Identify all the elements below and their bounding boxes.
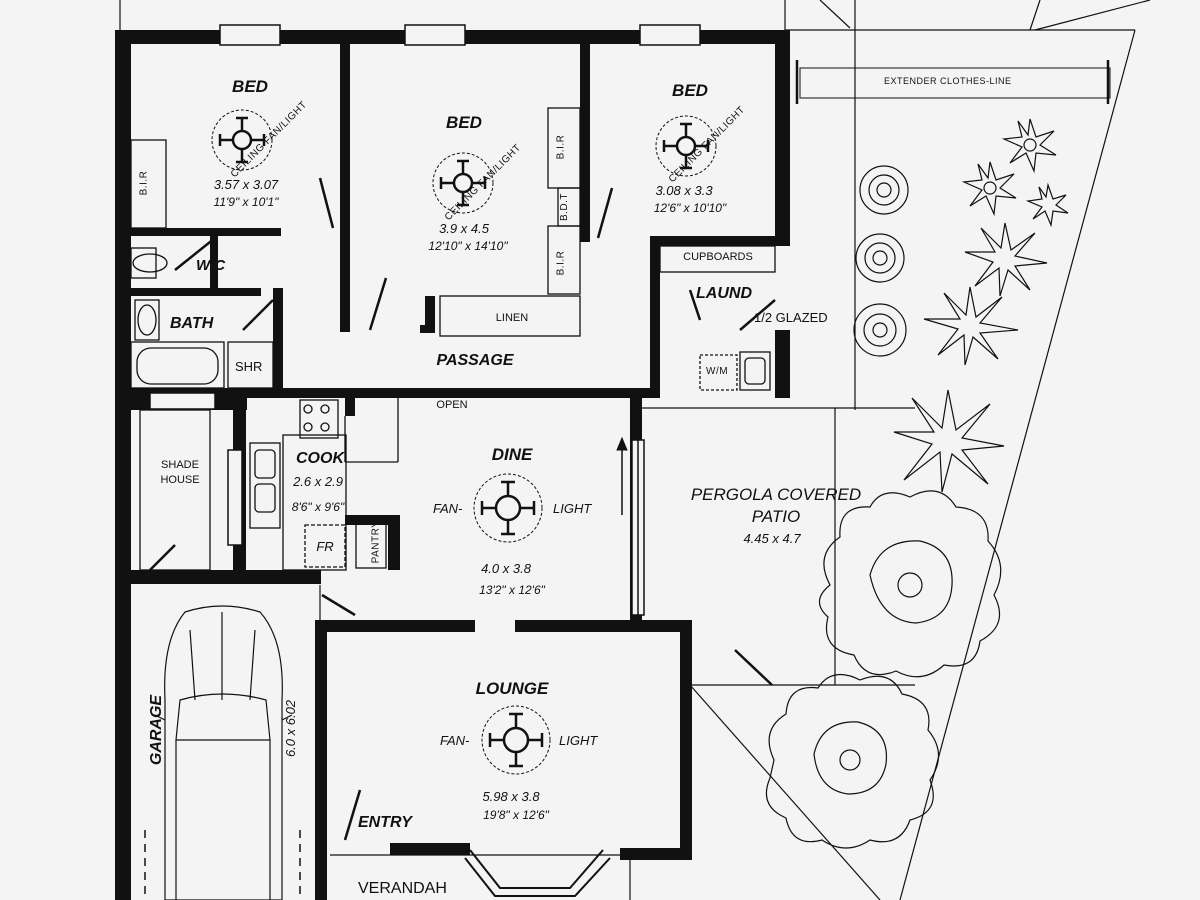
bed3-name: BED (672, 81, 708, 100)
cook-label: COOK (296, 450, 344, 467)
bed2-metric: 3.9 x 4.5 (439, 221, 489, 236)
built-in-robes (130, 107, 776, 571)
bed1-name: BED (232, 77, 268, 96)
star-plant-1 (964, 222, 1048, 297)
dine-label: DINE (491, 445, 533, 464)
bed3-metric: 3.08 x 3.3 (655, 183, 713, 198)
fridge-label: FR (316, 539, 334, 554)
direction-arrow (616, 436, 628, 515)
clothes-line-label: EXTENDER CLOTHES-LINE (884, 76, 1012, 86)
lounge-label: LOUNGE (475, 679, 549, 698)
passage-label: PASSAGE (436, 352, 514, 369)
laundry-label: LAUND (696, 285, 752, 302)
wc-label: W/C (196, 257, 226, 274)
lounge-fan-label: FAN- (440, 733, 470, 748)
spiky-plant-2 (961, 161, 1017, 217)
laundry-door-note: 1/2 GLAZED (754, 310, 828, 325)
dine-light-label: LIGHT (553, 501, 592, 516)
garage-car (144, 605, 301, 900)
bush-1 (818, 490, 1002, 678)
pantry-label: PANTRY (370, 520, 382, 564)
bed2-name: BED (446, 113, 482, 132)
star-plant-2 (923, 286, 1019, 366)
shower-label: SHR (235, 359, 263, 374)
walls (115, 30, 790, 900)
doors (139, 177, 776, 841)
bath-label: BATH (170, 315, 214, 332)
windows (149, 24, 701, 616)
bed2-imperial: 12'10" x 14'10" (428, 239, 508, 253)
patio-name-line2: PATIO (751, 507, 801, 526)
open-label: OPEN (436, 399, 468, 411)
spiky-plant-3 (1025, 182, 1069, 228)
cupboards-label: CUPBOARDS (683, 251, 753, 263)
lounge-light-label: LIGHT (559, 733, 598, 748)
lounge-metric: 5.98 x 3.8 (482, 789, 540, 804)
bush-2 (765, 673, 940, 849)
fan-light-symbols (211, 109, 717, 775)
rose-plant-2 (855, 233, 905, 283)
garden-plants (765, 118, 1069, 849)
patio-metric: 4.45 x 4.7 (743, 531, 801, 546)
dine-imperial: 13'2" x 12'6" (479, 583, 545, 597)
bdt-label: B.D.T (559, 192, 571, 222)
shade-house-line1: SHADE (161, 459, 199, 471)
bay-window (464, 849, 611, 897)
dine-metric: 4.0 x 3.8 (481, 561, 531, 576)
dine-fan-label: FAN- (433, 501, 463, 516)
clothes-line (795, 60, 1111, 104)
star-plant-3 (893, 389, 1005, 493)
cook-metric: 2.6 x 2.9 (293, 474, 343, 489)
spiky-plant-1 (1001, 118, 1057, 174)
verandah-label: VERANDAH (358, 880, 447, 897)
garage-label: GARAGE (148, 694, 166, 766)
site-lines (119, 0, 1151, 900)
rose-plant-1 (859, 165, 909, 215)
rose-plant-3 (853, 303, 907, 357)
bir-label-1: B.I.R (138, 170, 150, 196)
washer-label: W/M (706, 366, 729, 377)
bir-label-3: B.I.R (555, 250, 567, 276)
bed1-imperial: 11'9" x 10'1" (213, 195, 279, 209)
bir-label-2: B.I.R (555, 134, 567, 160)
entry-label: ENTRY (358, 814, 412, 831)
shade-house-line2: HOUSE (160, 474, 200, 486)
bed1-metric: 3.57 x 3.07 (213, 177, 279, 192)
garage-metric: 6.0 x 6.02 (283, 699, 299, 758)
cook-imperial: 8'6" x 9'6" (291, 500, 345, 514)
lounge-imperial: 19'8" x 12'6" (483, 808, 549, 822)
patio-name-line1: PERGOLA COVERED (690, 485, 862, 504)
linen-label: LINEN (495, 312, 529, 324)
bed3-imperial: 12'6" x 10'10" (653, 201, 727, 215)
